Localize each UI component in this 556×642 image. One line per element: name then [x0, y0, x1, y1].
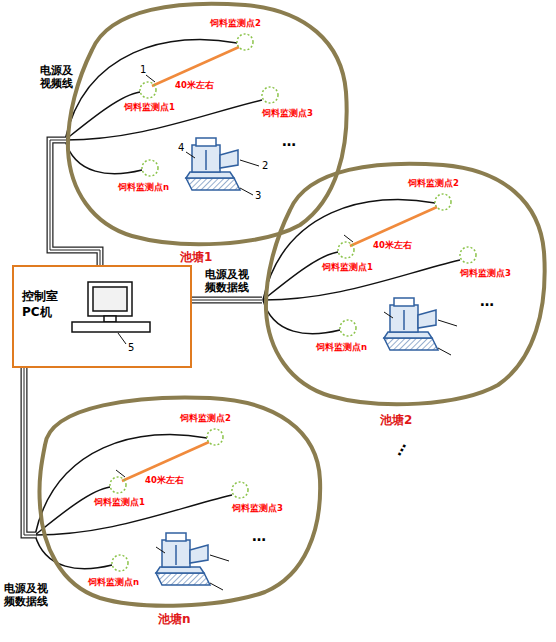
- monitor-point-label: 饲料监测点n: [88, 577, 139, 587]
- monitor-point-label: 饲料监测点3: [262, 108, 313, 118]
- cable-strand: [24, 368, 36, 535]
- callout-number: 1: [140, 64, 146, 76]
- monitor-point-label: 饲料监测点1: [322, 262, 373, 272]
- pond-title: 池塘1: [180, 250, 212, 264]
- cable: [192, 300, 262, 301]
- cable-strand: [192, 297, 262, 304]
- monitor-point-label: 饲料监测点1: [124, 102, 175, 112]
- cable-strand: [50, 140, 100, 265]
- cable-label: 电源及视频数据线: [205, 268, 249, 294]
- distance-label: 40米左右: [145, 475, 184, 485]
- pond-title: 池塘n: [158, 612, 191, 626]
- cable-strand: [50, 140, 100, 265]
- pond: 池塘n: [36, 392, 330, 632]
- pond-outline: [66, 0, 350, 264]
- monitor-point-label: 饲料监测点1: [94, 497, 145, 507]
- distance-label: 40米左右: [373, 240, 412, 250]
- pond-title: 池塘2: [380, 413, 412, 427]
- ellipsis: …: [388, 438, 410, 459]
- cable-strand: [24, 368, 36, 535]
- cable-label: 电源及视频数据线: [4, 582, 48, 608]
- callout-number: 4: [178, 142, 184, 154]
- ellipsis: …: [480, 293, 494, 310]
- monitor-point-label: 饲料监测点n: [316, 342, 367, 352]
- pond-outline: [36, 392, 330, 632]
- callout-number: 5: [128, 342, 134, 354]
- pc-symbol: [72, 282, 150, 344]
- cable-strand: [192, 298, 262, 303]
- monitor-point-label: 饲料监测点2: [408, 178, 459, 188]
- ellipsis: …: [282, 133, 296, 150]
- callout-number: 2: [262, 160, 268, 172]
- pond-outline: [262, 160, 552, 436]
- callout-number: 3: [255, 190, 261, 202]
- room-label: 控制室 PC机: [22, 289, 64, 320]
- monitor-point-label: 饲料监测点n: [118, 182, 169, 192]
- cable: [50, 140, 100, 265]
- control-room: 控制室 PC机: [12, 265, 192, 368]
- cable-strand: [50, 140, 100, 265]
- monitor-point-label: 饲料监测点3: [460, 268, 511, 278]
- monitor-point-label: 饲料监测点2: [210, 18, 261, 28]
- pond: 池塘1: [66, 0, 350, 264]
- monitor-point-label: 饲料监测点2: [180, 413, 231, 423]
- ellipsis: …: [252, 528, 266, 545]
- monitor-point-label: 饲料监测点3: [232, 503, 283, 513]
- cable-strand: [192, 300, 262, 301]
- distance-label: 40米左右: [175, 80, 214, 90]
- cable-strand: [24, 368, 36, 535]
- cable: [24, 368, 36, 535]
- cable-label: 电源及视频线: [40, 64, 73, 90]
- pond: 池塘2: [262, 160, 552, 436]
